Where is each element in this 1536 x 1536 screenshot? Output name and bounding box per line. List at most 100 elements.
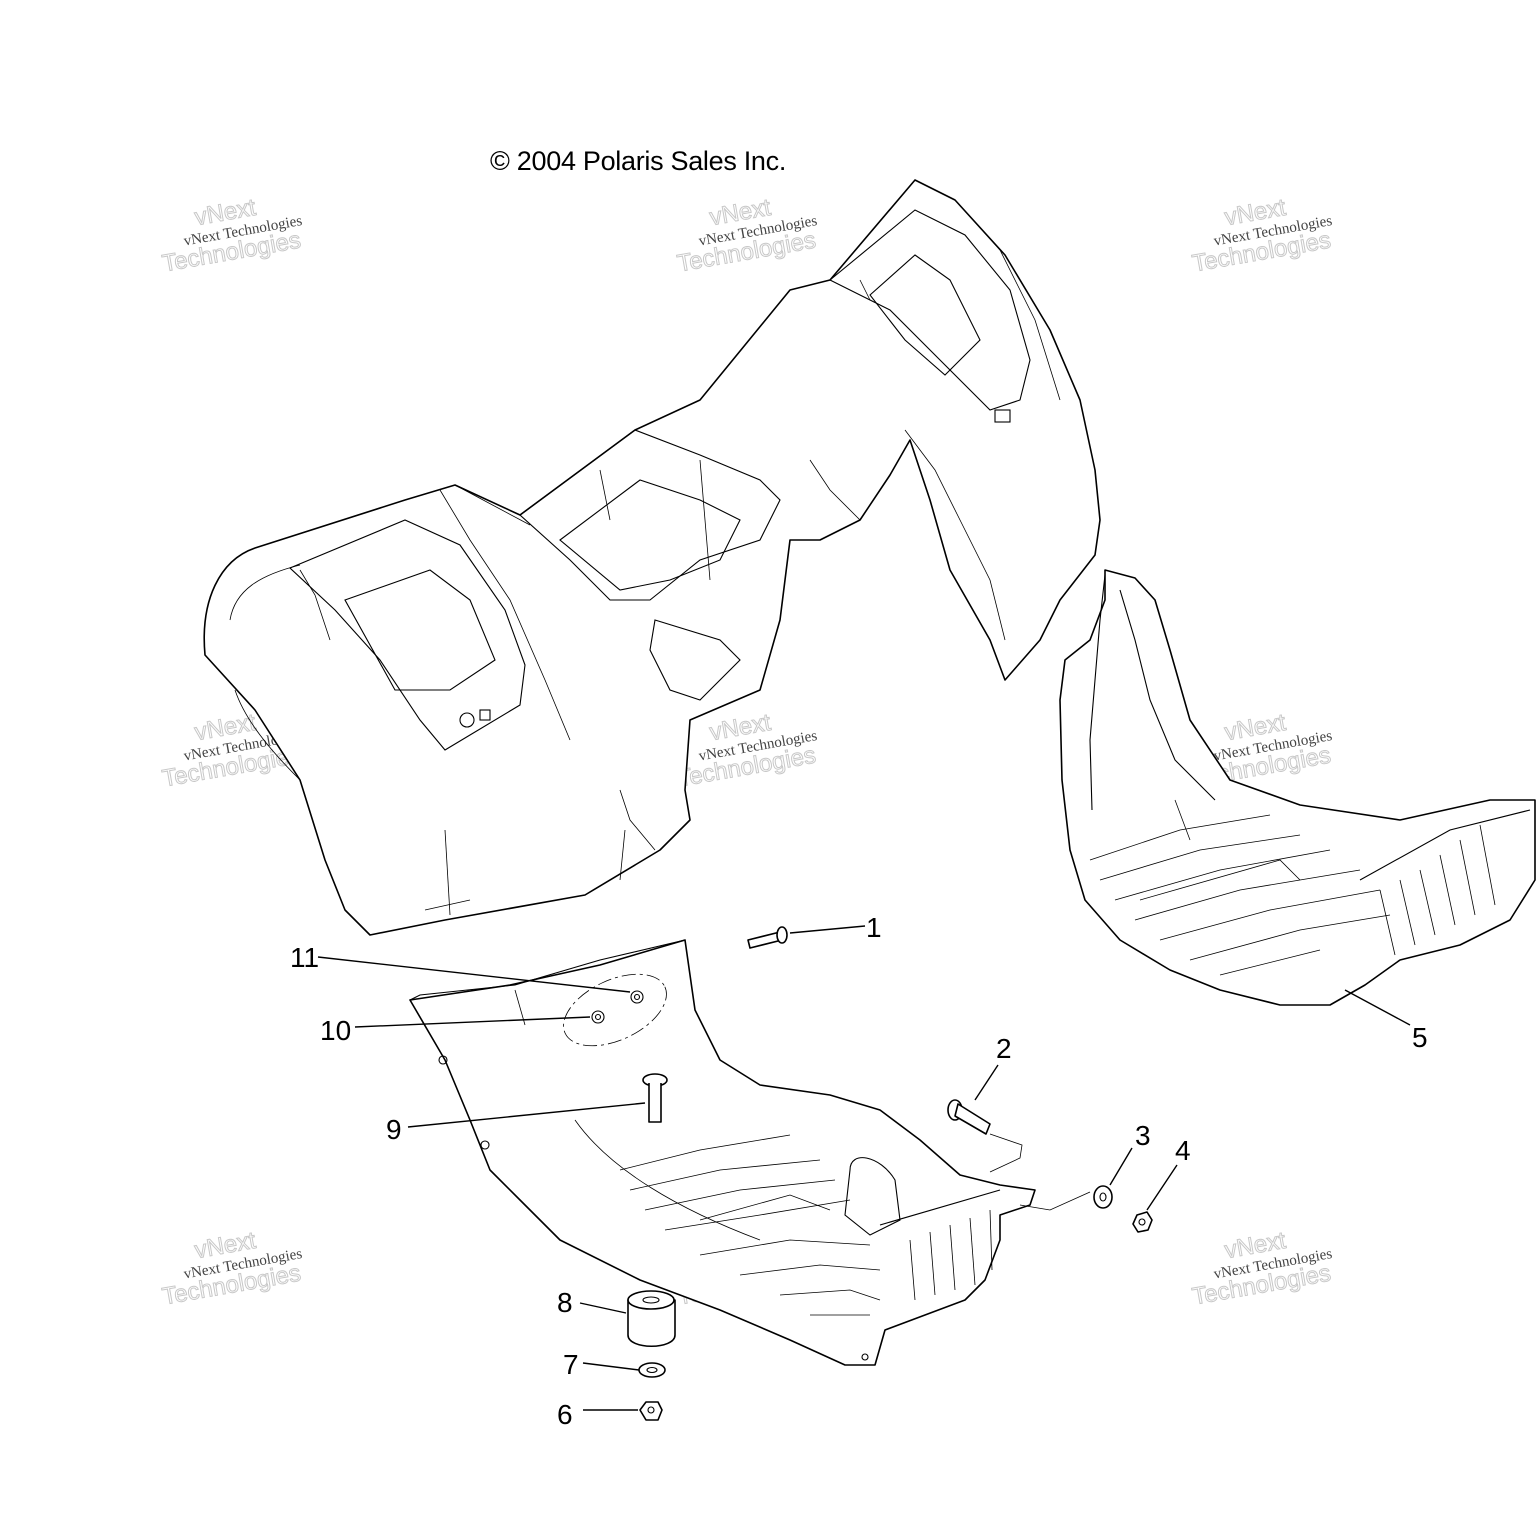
bolt-1-head: [776, 926, 788, 944]
bolt-2: [947, 1099, 991, 1135]
rear-cab-fender: [203, 179, 1101, 936]
left-fender-window: [344, 569, 496, 691]
right-footwell-ribs: [1359, 809, 1531, 956]
left-fender-rib: [424, 899, 471, 911]
tread-divider: [1139, 859, 1301, 901]
center-tray-line: [699, 459, 711, 581]
lip-edge: [1359, 809, 1531, 881]
bushing-8: [627, 1290, 676, 1347]
callout-8: 8: [557, 1287, 573, 1318]
tread-row: [629, 1159, 821, 1191]
watermark: vNext vNext Technologies Technologies: [675, 193, 819, 278]
watermark: vNext vNext Technologies Technologies: [160, 1226, 304, 1311]
leader-8: [579, 1302, 627, 1314]
nut-6: [639, 1401, 663, 1421]
left-footwell-outline: [409, 939, 1036, 1366]
tread-row: [644, 1179, 836, 1211]
left-fender-rib: [619, 789, 656, 851]
left-footwell-ribs: [879, 1189, 1001, 1301]
left-footwell-top-edge: [409, 939, 686, 1001]
grommet-11: [630, 990, 644, 1004]
tread-row: [1189, 914, 1391, 961]
leader-10: [354, 1016, 591, 1028]
tread-row: [1219, 949, 1321, 976]
washer-3: [1093, 1185, 1113, 1209]
lip-edge: [879, 1189, 1001, 1226]
rear-cab-outline: [203, 179, 1101, 936]
center-tray-bracket: [649, 619, 741, 701]
leader-7: [582, 1362, 640, 1371]
copyright-text: © 2004 Polaris Sales Inc.: [490, 146, 787, 176]
right-footwell-part-5: [1059, 569, 1536, 1006]
washer-7-hole: [646, 1366, 658, 1374]
leader-9: [407, 1102, 646, 1128]
tread-row: [619, 1134, 791, 1171]
assembly-line-2: [989, 1133, 1023, 1173]
callout-6: 6: [557, 1399, 573, 1430]
right-fender-rib: [859, 279, 871, 301]
mount-area-outline: [563, 973, 667, 1047]
tread-row: [1134, 869, 1361, 921]
footwell-hole: [861, 1353, 869, 1361]
lip-rib: [909, 1239, 916, 1301]
grommet-11-hole: [633, 993, 641, 1001]
callout-2: 2: [996, 1033, 1012, 1064]
right-footwell-outline: [1059, 569, 1536, 1006]
callout-4: 4: [1175, 1135, 1191, 1166]
callout-labels: 1 2 3 4 5 6 7 8 9 10 11: [290, 912, 1428, 1430]
left-fender-rib: [444, 829, 451, 916]
callout-9: 9: [386, 1114, 402, 1145]
right-fender-rib: [904, 429, 1006, 641]
left-fender-rib: [439, 489, 571, 741]
leader-5: [1344, 989, 1411, 1026]
lip-rib: [1439, 854, 1456, 926]
leader-2: [974, 1064, 999, 1101]
tread-row: [1089, 814, 1271, 861]
lip-rib: [969, 1217, 976, 1286]
nut-10-hole: [594, 1013, 602, 1021]
leader-1: [789, 925, 866, 934]
bushing-8-body: [627, 1299, 676, 1347]
lip-rib: [989, 1209, 993, 1271]
nut-6-body: [639, 1401, 663, 1421]
tread-row: [1114, 849, 1331, 901]
leader-3: [1109, 1147, 1133, 1186]
tread-divider: [699, 1194, 831, 1221]
bolt-9: [642, 1073, 668, 1123]
callout-5: 5: [1412, 1022, 1428, 1053]
washer-3-body: [1093, 1185, 1113, 1209]
lip-rib: [1479, 824, 1496, 906]
lip-rib: [1419, 869, 1436, 936]
lip-rib: [929, 1231, 936, 1296]
leader-lines: [317, 925, 1411, 1411]
left-fender-hole: [459, 712, 475, 728]
washer-7-body: [638, 1362, 666, 1378]
right-fender-panel: [828, 209, 1031, 411]
nut-4-body: [1132, 1211, 1153, 1233]
center-tray-line: [599, 469, 611, 521]
watermark: vNext vNext Technologies Technologies: [1190, 193, 1334, 278]
lip-rib: [949, 1224, 956, 1291]
footwell-hole: [480, 1140, 490, 1150]
tread-row: [699, 1239, 871, 1256]
lip-rib: [1379, 889, 1396, 956]
left-fender-rib: [454, 484, 531, 526]
callout-1: 1: [866, 912, 882, 943]
watermark: vNext vNext Technologies Technologies: [160, 193, 304, 278]
lip-rib: [1399, 879, 1416, 946]
center-tray-inner: [559, 479, 741, 591]
left-footwell-seam: [574, 1119, 761, 1241]
heel-pocket: [844, 1157, 901, 1236]
right-footwell-tread: [1089, 799, 1391, 976]
right-fender-rib: [954, 199, 1061, 401]
nut-4: [1132, 1211, 1153, 1233]
left-fender-rib: [229, 564, 301, 621]
nut-10: [591, 1010, 605, 1024]
bolt-2-shank: [954, 1103, 991, 1135]
right-fender-slot: [994, 409, 1011, 423]
callout-10: 10: [320, 1015, 351, 1046]
left-footwell: [409, 939, 1036, 1366]
watermark: vNext vNext Technologies Technologies: [1190, 1226, 1334, 1311]
tread-row: [1159, 889, 1381, 941]
